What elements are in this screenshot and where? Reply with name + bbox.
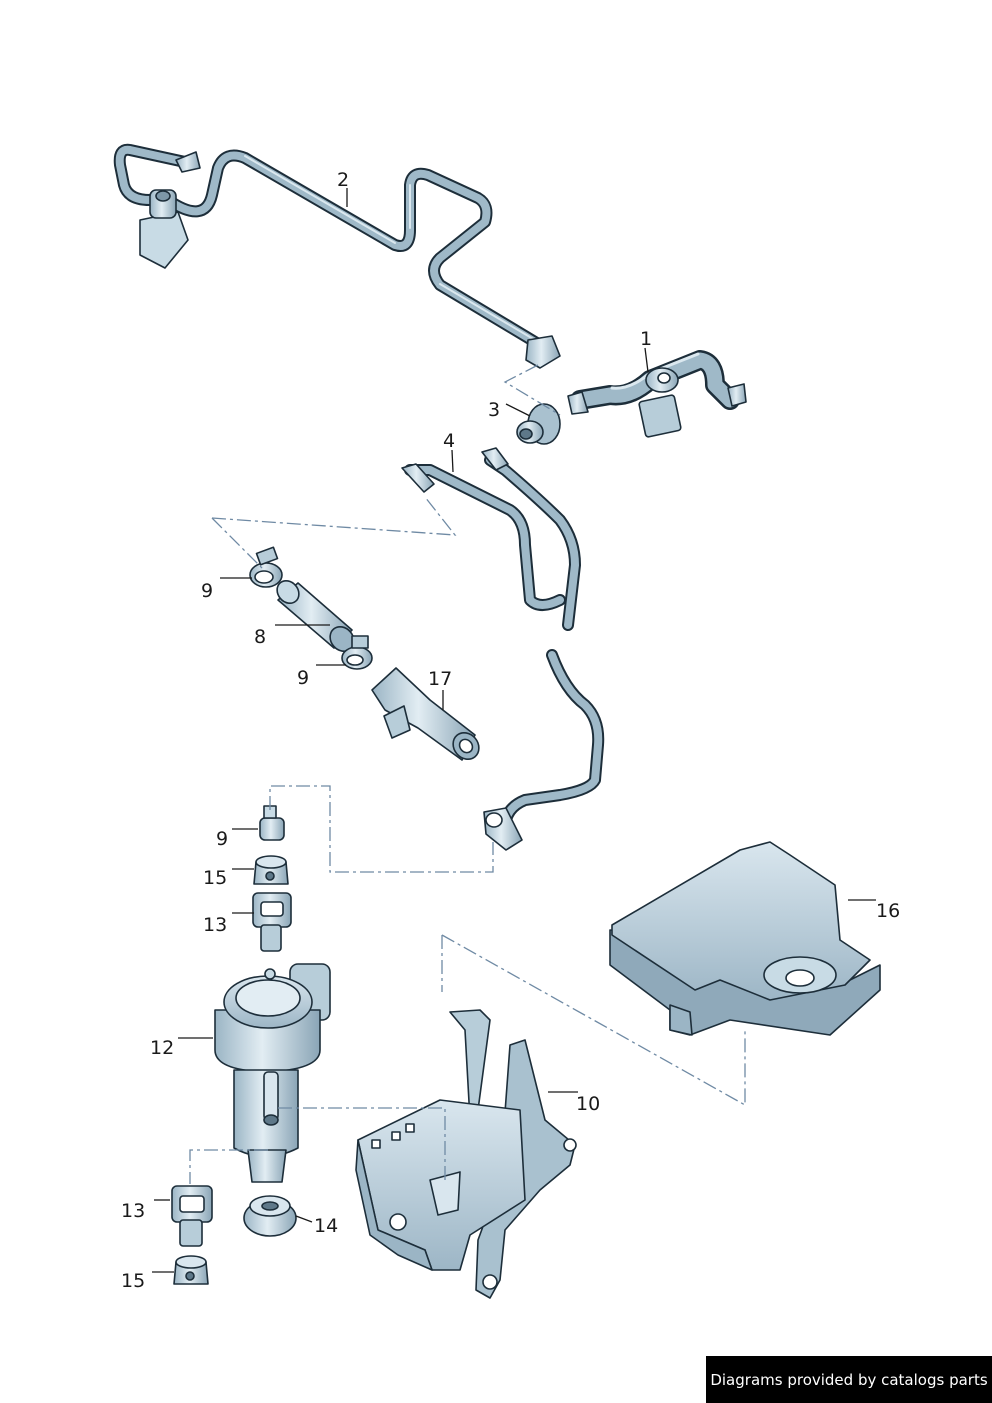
dashed-links <box>189 364 746 1184</box>
hose-part-2 <box>113 143 561 369</box>
callout-9-b: 9 <box>297 667 309 689</box>
clamp-part-9-c <box>259 805 285 841</box>
credit-banner: Diagrams provided by catalogs parts <box>706 1356 992 1403</box>
callout-16: 16 <box>876 900 900 922</box>
holder-part-13-b <box>171 1185 213 1247</box>
holder-part-13-a <box>252 892 292 952</box>
pipe-part-1 <box>567 350 747 438</box>
callout-4: 4 <box>443 430 455 452</box>
filter-part-12 <box>214 963 331 1183</box>
connector-part-3 <box>516 403 561 445</box>
callout-13-b: 13 <box>121 1200 145 1222</box>
callout-2: 2 <box>337 169 349 191</box>
nut-part-15-a <box>253 855 289 885</box>
hose-part-8 <box>276 579 355 653</box>
connector-part-17 <box>371 667 480 761</box>
nut-part-15-b <box>173 1255 209 1285</box>
hose-part-4 <box>401 447 581 631</box>
bracket-part-10 <box>355 1009 577 1299</box>
credit-text: Diagrams provided by catalogs parts <box>710 1370 988 1389</box>
grommet-part-14 <box>243 1195 297 1237</box>
callout-15-b: 15 <box>121 1270 145 1292</box>
hose-lower <box>483 649 605 851</box>
callouts: 1 2 3 4 9 8 9 17 9 15 13 12 10 13 14 15 … <box>121 169 900 1292</box>
clamp-part-9-b <box>341 635 373 670</box>
callout-12: 12 <box>150 1037 174 1059</box>
callout-1: 1 <box>640 328 652 350</box>
callout-17: 17 <box>428 668 452 690</box>
callout-15-a: 15 <box>203 867 227 889</box>
cover-part-16 <box>609 841 881 1036</box>
callout-10: 10 <box>576 1093 600 1115</box>
callout-3: 3 <box>488 399 500 421</box>
callout-8: 8 <box>254 626 266 648</box>
callout-9-a: 9 <box>201 580 213 602</box>
callout-14: 14 <box>314 1215 338 1237</box>
callout-9-c: 9 <box>216 828 228 850</box>
leader-lines <box>152 188 876 1273</box>
clamp-part-9-a <box>249 546 283 588</box>
callout-13-a: 13 <box>203 914 227 936</box>
